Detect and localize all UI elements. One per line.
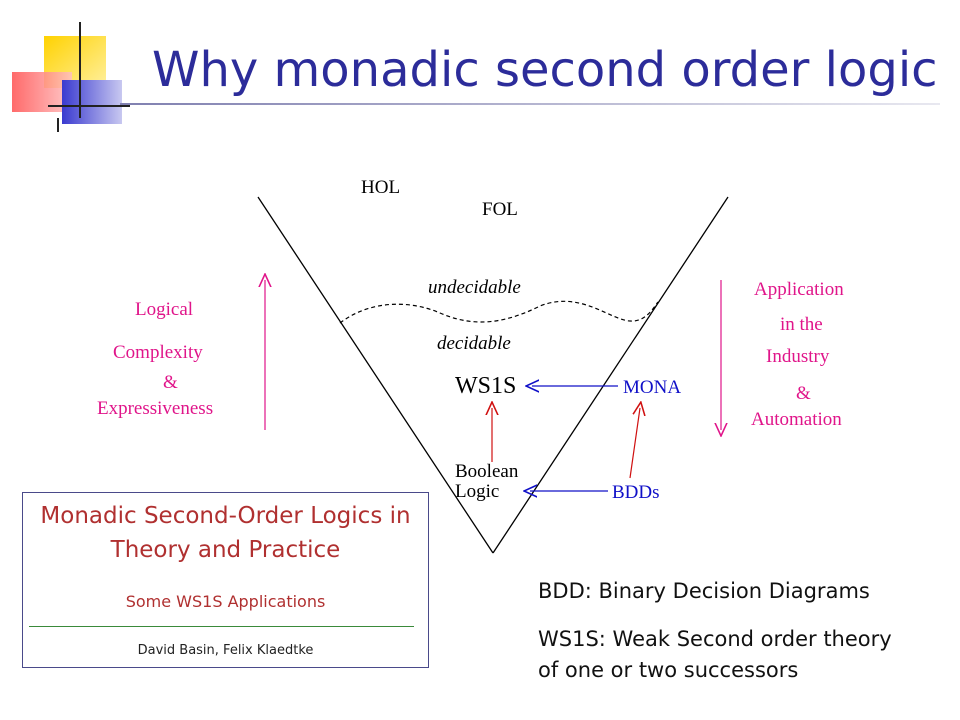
right-axis-automation: Automation — [751, 409, 842, 430]
book-cover: Monadic Second-Order Logics in Theory an… — [22, 492, 429, 668]
bdd-definition: BDD: Binary Decision Diagrams — [538, 579, 870, 603]
bdds-to-mona-arrow — [629, 408, 640, 479]
ws1s-definition-line2: of one or two successors — [538, 658, 799, 682]
right-axis-application: Application — [754, 279, 844, 300]
v-right-edge — [492, 196, 729, 554]
book-title-line1: Monadic Second-Order Logics in — [40, 503, 411, 529]
decidable-label: decidable — [437, 333, 511, 354]
logic-line: Logic — [455, 481, 500, 502]
v-left-edge — [257, 196, 494, 554]
boolean-line: Boolean — [455, 461, 519, 482]
left-axis-logical: Logical — [135, 299, 194, 320]
undecidable-label: undecidable — [428, 277, 521, 298]
book-divider — [29, 626, 414, 627]
ws1s-label: WS1S — [455, 373, 517, 399]
boolean-logic-label: Boolean Logic — [455, 462, 518, 502]
left-axis-expressiveness: Expressiveness — [97, 398, 214, 419]
left-axis-complexity: Complexity — [113, 342, 203, 363]
fol-label: FOL — [482, 199, 518, 220]
page-title: Why monadic second order logic — [152, 42, 938, 98]
book-authors: David Basin, Felix Klaedtke — [137, 643, 314, 658]
right-axis-ampersand: & — [796, 383, 811, 404]
title-divider — [120, 103, 940, 105]
right-axis-industry: Industry — [766, 346, 830, 367]
decidability-boundary — [339, 300, 659, 324]
hol-label: HOL — [361, 177, 401, 198]
mona-label: MONA — [623, 377, 682, 398]
right-axis-in-the: in the — [780, 314, 823, 335]
ws1s-definition-line1: WS1S: Weak Second order theory — [538, 627, 892, 651]
book-subtitle: Some WS1S Applications — [125, 592, 326, 611]
slide-logo-icon — [12, 22, 130, 132]
book-title-line2: Theory and Practice — [110, 537, 341, 563]
bdds-label: BDDs — [612, 482, 660, 503]
left-axis-ampersand: & — [163, 372, 178, 393]
